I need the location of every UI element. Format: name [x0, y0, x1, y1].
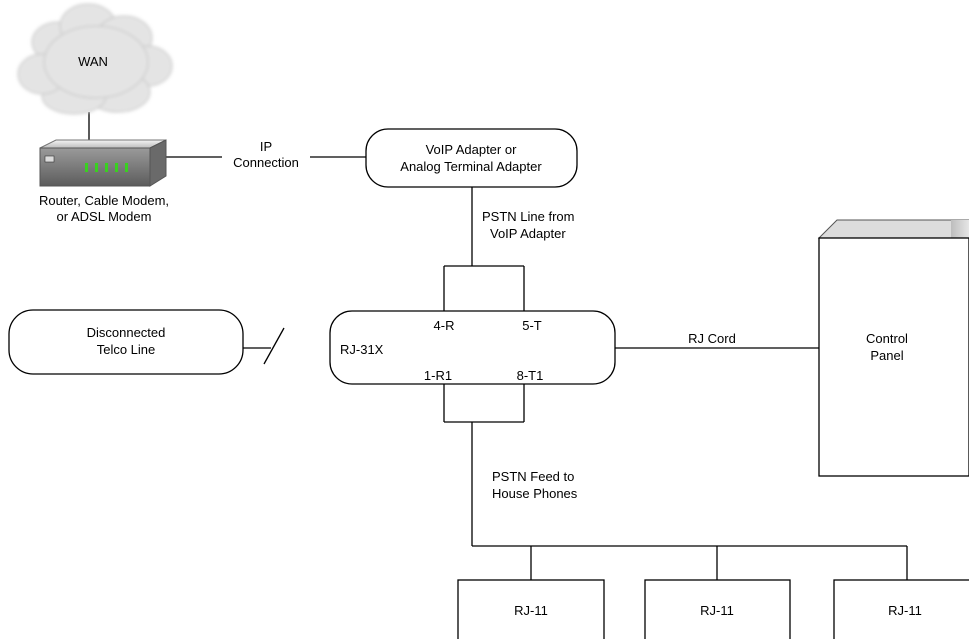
ip-connection-label-line-1: IP — [260, 139, 272, 154]
pstn-feed-label-line-2: House Phones — [492, 486, 578, 501]
telco-label-line-2: Telco Line — [97, 342, 156, 357]
pstn-feed-label-line-1: PSTN Feed to — [492, 469, 574, 484]
rj11-jack-1-box — [457, 579, 605, 639]
pstn-line-label-line-1: PSTN Line from — [482, 209, 574, 224]
pin-4r-label: 4-R — [434, 318, 455, 333]
ip-connection-label-line-2: Connection — [233, 155, 299, 170]
voip-adapter-label-line-2: Analog Terminal Adapter — [400, 159, 542, 174]
rj11-jack-3-label: RJ-11 — [888, 603, 922, 618]
telco-break-mark — [263, 327, 285, 365]
pstn-line-label-line-2: VoIP Adapter — [490, 226, 566, 241]
rj11-jack-2-label: RJ-11 — [700, 603, 734, 618]
pin-5t-label: 5-T — [522, 318, 542, 333]
rj-cord-label: RJ Cord — [688, 331, 736, 346]
pin-1r1-label: 1-R1 — [424, 368, 452, 383]
rj11-jack-2-box — [644, 579, 791, 639]
rj31x-jack-box — [329, 310, 616, 385]
control-panel-label-line-2: Panel — [870, 348, 903, 363]
wan-cloud: WAN — [17, 3, 173, 115]
control-panel-label-line-1: Control — [866, 331, 908, 346]
voip-adapter-label-line-1: VoIP Adapter or — [426, 142, 517, 157]
rj31x-label: RJ-31X — [340, 342, 384, 357]
router-icon — [39, 139, 167, 187]
control-panel-box — [817, 219, 969, 477]
router-caption-line-1: Router, Cable Modem, — [39, 193, 169, 208]
status-leds — [85, 163, 128, 172]
router-caption-line-2: or ADSL Modem — [57, 209, 152, 224]
telco-label-line-1: Disconnected — [87, 325, 166, 340]
wan-label: WAN — [78, 54, 108, 69]
connection-lines — [88, 112, 908, 580]
rj11-jack-1-label: RJ-11 — [514, 603, 548, 618]
telco-line-box — [8, 309, 244, 375]
voip-adapter-box — [365, 128, 578, 188]
rj11-jack-3-box — [833, 579, 969, 639]
pin-8t1-label: 8-T1 — [517, 368, 544, 383]
